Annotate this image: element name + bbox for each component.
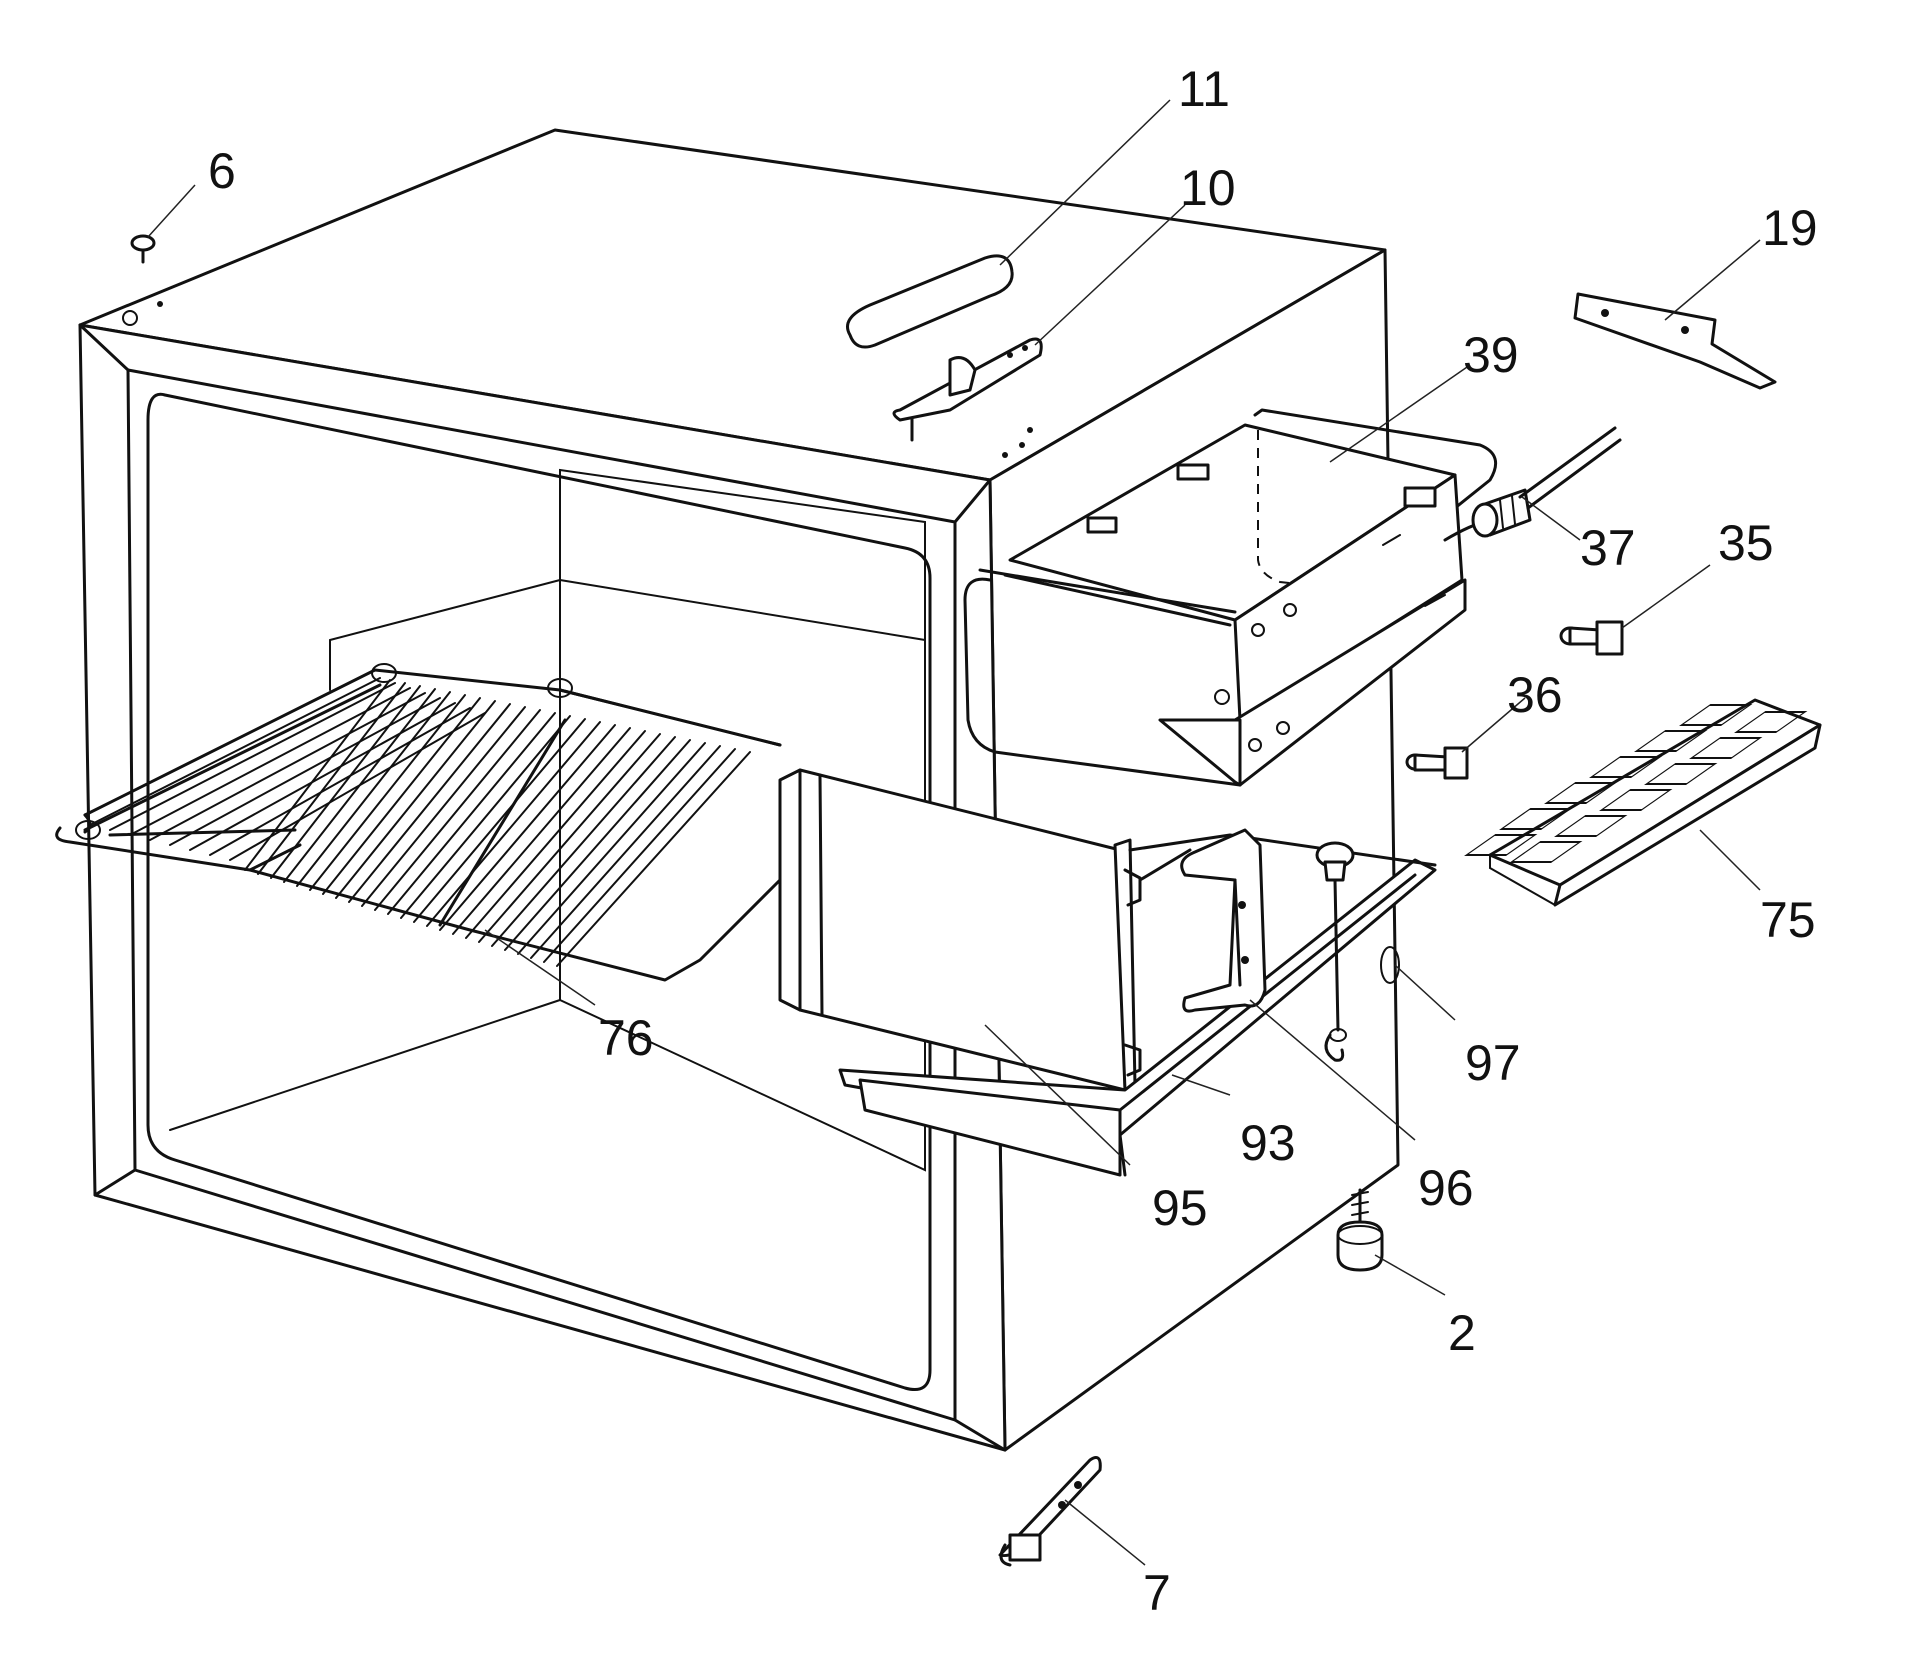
part-2-adjustable-foot <box>1336 1188 1384 1272</box>
leader-75 <box>1699 829 1761 891</box>
leader-7 <box>1064 1499 1146 1566</box>
leader-96 <box>1249 999 1416 1141</box>
leader-lines <box>147 99 1761 1566</box>
leader-97 <box>1394 964 1456 1021</box>
leader-35 <box>1621 564 1711 629</box>
part-7-bottom-hinge <box>998 1456 1102 1567</box>
part-93-drip-tray <box>838 833 1437 1177</box>
callout-2: 2 <box>1448 1305 1476 1361</box>
part-97-drain-plug <box>1315 841 1355 1062</box>
part-75-ice-cube-tray <box>1464 698 1822 907</box>
part-76-wire-shelf <box>55 663 782 982</box>
leader-37 <box>1521 496 1581 541</box>
callout-37: 37 <box>1580 520 1636 576</box>
callout-6: 6 <box>208 143 236 199</box>
part-36-clip <box>1405 746 1469 780</box>
callout-75: 75 <box>1760 892 1816 948</box>
callout-19: 19 <box>1762 200 1818 256</box>
leader-39 <box>1329 364 1471 463</box>
callout-97: 97 <box>1465 1035 1521 1091</box>
leader-2 <box>1374 1254 1446 1296</box>
callout-7: 7 <box>1143 1565 1171 1621</box>
leader-19 <box>1664 239 1761 321</box>
part-10-top-hinge <box>892 337 1043 442</box>
part-39-evaporator <box>963 408 1498 787</box>
callout-35: 35 <box>1718 515 1774 571</box>
callout-39: 39 <box>1463 327 1519 383</box>
leader-76 <box>484 929 596 1006</box>
leader-36 <box>1461 697 1526 753</box>
callout-76: 76 <box>598 1010 654 1066</box>
callout-36: 36 <box>1507 667 1563 723</box>
callout-labels: 6 11 10 19 39 37 35 36 75 76 97 93 96 95… <box>208 61 1818 1621</box>
callout-11: 11 <box>1178 61 1230 117</box>
part-19-bracket <box>1573 292 1777 390</box>
part-6-screw <box>130 234 156 264</box>
callout-95: 95 <box>1152 1180 1208 1236</box>
leader-11 <box>999 99 1171 266</box>
callout-10: 10 <box>1180 160 1236 216</box>
part-35-clip <box>1559 620 1624 656</box>
callout-96: 96 <box>1418 1160 1474 1216</box>
leader-10 <box>1034 204 1186 346</box>
cabinet-body <box>78 128 1400 1452</box>
leader-95 <box>984 1024 1131 1166</box>
leader-93 <box>1171 1074 1231 1096</box>
shelf-rods <box>89 677 751 967</box>
callout-93: 93 <box>1240 1115 1296 1171</box>
tray-cells <box>1464 704 1808 863</box>
part-37-capillary-tube <box>1443 426 1622 542</box>
leader-6 <box>147 184 196 238</box>
part-11-handle <box>846 254 1014 349</box>
